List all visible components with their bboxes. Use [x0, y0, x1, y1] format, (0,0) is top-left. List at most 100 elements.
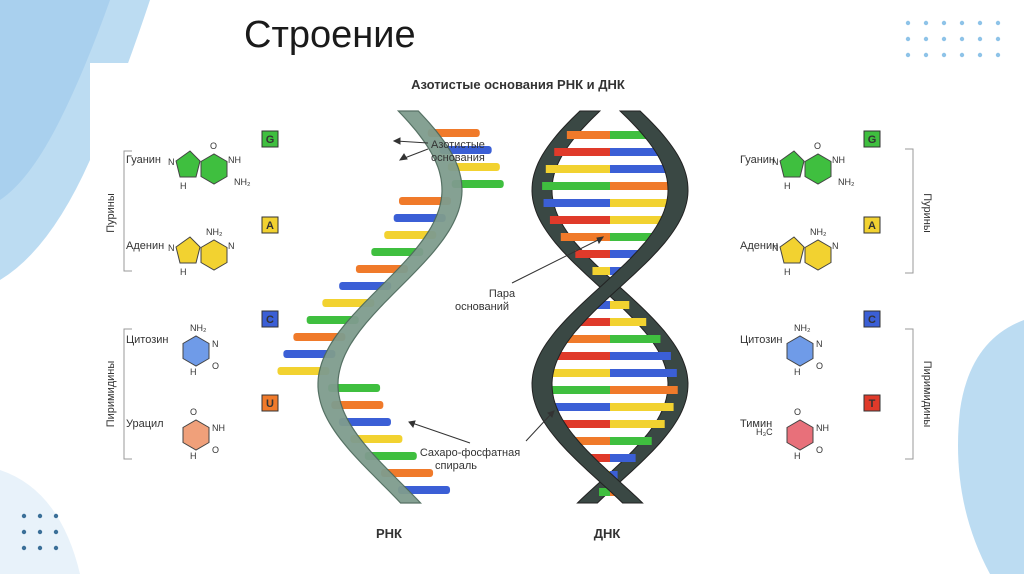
dna-base-half — [610, 420, 665, 428]
nh-label: NH — [816, 423, 829, 433]
right-pyrimidines-label: Пиримидины — [921, 361, 933, 428]
callout-bases-line2: основания — [431, 152, 485, 164]
nh2-label: NH₂ — [234, 177, 251, 187]
dna-helix — [532, 111, 688, 503]
nh2-label: NH₂ — [838, 177, 855, 187]
hydrogen-label: H — [784, 267, 791, 277]
rna-label: РНК — [376, 526, 402, 541]
callout-backbone-line1: Сахаро-фосфатная — [420, 447, 520, 459]
oxygen-label: O — [794, 407, 801, 417]
dna-rna-diagram: Азотистые основания РНК и ДНК Пурины Пир… — [90, 63, 946, 561]
oxygen-label: O — [816, 445, 823, 455]
slide-title: Строение — [244, 14, 416, 57]
dna-base-half — [546, 165, 610, 173]
hydrogen-label: H — [794, 367, 801, 377]
nitrogen-label: N — [212, 339, 219, 349]
base-name: Цитозин — [126, 334, 168, 346]
base-name: Аденин — [126, 240, 164, 252]
nitrogen-label: N — [816, 339, 823, 349]
dots-decoration-bottom-left — [18, 510, 68, 556]
molecule-structure-a: NH₂ N N H — [168, 227, 235, 277]
nh-label: NH — [832, 155, 845, 165]
dna-label: ДНК — [594, 526, 621, 541]
dna-base-half — [610, 335, 660, 343]
nitrogen-label: N — [772, 243, 779, 253]
dna-base-half — [610, 301, 629, 309]
base-letter: G — [868, 134, 877, 146]
hydrogen-label: H — [794, 451, 801, 461]
oxygen-label: O — [816, 361, 823, 371]
base-letter: G — [266, 134, 275, 146]
dna-base-half — [610, 352, 671, 360]
dna-base-half — [544, 199, 610, 207]
oxygen-label: O — [814, 141, 821, 151]
hydrogen-label: H — [190, 367, 197, 377]
base-letter: A — [868, 220, 876, 232]
hydrogen-label: H — [180, 267, 187, 277]
left-purines-bracket — [124, 151, 132, 271]
dna-base-half — [610, 369, 677, 377]
callout-backbone-line2: спираль — [435, 460, 477, 472]
base-letter: T — [869, 398, 876, 410]
nh-label: NH — [228, 155, 241, 165]
base-row-c: Цитозин C NH₂ N O H — [126, 311, 278, 377]
hydrogen-label: H — [784, 181, 791, 191]
oxygen-label: O — [212, 361, 219, 371]
nitrogen-label: N — [168, 157, 175, 167]
nh-label: NH — [212, 423, 225, 433]
nitrogen-label: N — [168, 243, 175, 253]
callout-pair-line2: оснований — [455, 301, 509, 313]
base-row-a: Аденин A NH₂ N N H — [126, 217, 278, 277]
nh2-label: NH₂ — [190, 323, 207, 333]
callout-bases-pointer — [394, 138, 428, 160]
dna-base-half — [592, 267, 610, 275]
molecule-structure-c: NH₂ N O H — [787, 323, 823, 377]
oxygen-label: O — [210, 141, 217, 151]
right-purines-bracket — [905, 149, 913, 273]
right-purines-label: Пурины — [921, 193, 933, 233]
oxygen-label: O — [190, 407, 197, 417]
callout-bases-line1: Азотистые — [431, 139, 485, 151]
left-purines-label: Пурины — [105, 193, 117, 233]
base-letter: C — [266, 314, 274, 326]
molecule-structure-g: ONHNH₂NH — [168, 141, 251, 191]
base-row-c: Цитозин C NH₂ N O H — [740, 311, 880, 377]
oxygen-label: O — [212, 445, 219, 455]
dna-base-half — [575, 250, 610, 258]
dna-base-half — [554, 148, 610, 156]
hydrogen-label: H — [180, 181, 187, 191]
molecule-structure-c: NH₂ N O H — [183, 323, 219, 377]
h3c-label: H₃C — [756, 427, 773, 437]
dna-base-half — [550, 216, 610, 224]
base-name: Цитозин — [740, 334, 782, 346]
molecule-structure-u: O NH O H — [183, 407, 225, 461]
nitrogen-label: N — [772, 157, 779, 167]
left-pyrimidines-label: Пиримидины — [105, 361, 117, 428]
dna-base-half — [542, 182, 610, 190]
callout-pair-line1: Пара — [489, 288, 516, 300]
nitrogen-label: N — [228, 241, 235, 251]
dna-base-half — [567, 131, 610, 139]
diagram-heading: Азотистые основания РНК и ДНК — [411, 77, 625, 92]
base-letter: A — [266, 220, 274, 232]
nitrogen-label: N — [832, 241, 839, 251]
dna-base-half — [610, 318, 646, 326]
nh2-label: NH₂ — [810, 227, 827, 237]
dna-base-half — [610, 454, 636, 462]
right-pyrimidines-bracket — [905, 329, 913, 459]
left-pyrimidines-bracket — [124, 329, 132, 459]
callout-backbone-pointer — [409, 411, 554, 443]
dna-base-half — [610, 437, 652, 445]
nh2-label: NH₂ — [794, 323, 811, 333]
base-name: Гуанин — [126, 154, 161, 166]
base-letter: C — [868, 314, 876, 326]
nh2-label: NH₂ — [206, 227, 223, 237]
dna-base-half — [610, 403, 674, 411]
hydrogen-label: H — [190, 451, 197, 461]
base-name: Гуанин — [740, 154, 775, 166]
